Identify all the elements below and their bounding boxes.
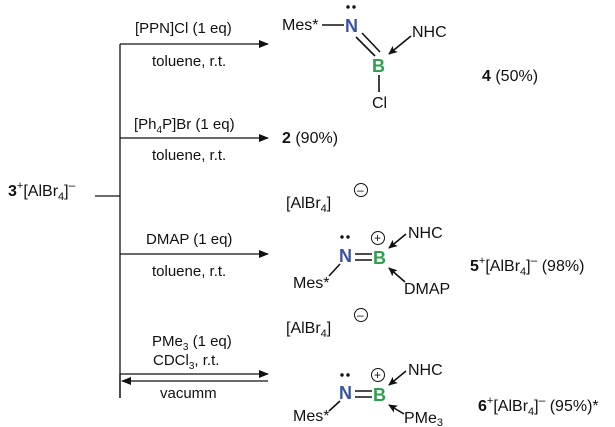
product-2-number: 2 — [282, 130, 291, 147]
product-2-label: 2 (90%) — [282, 130, 338, 147]
p6-pme3: PMe3 — [404, 410, 443, 427]
starting-anion-close: ] — [64, 183, 68, 200]
p5-atom-n: N — [339, 246, 352, 266]
reagent-pme3: PMe3 (1 eq) — [152, 333, 232, 353]
p4-double-bond-a — [355, 36, 376, 57]
p4-cl: Cl — [372, 95, 387, 112]
starting-anion-subscript: 4 — [58, 191, 64, 203]
p6-lone-pair-dot — [340, 373, 344, 377]
p5-anion-sub: 4 — [321, 203, 327, 215]
p6-counter-anion: [AlBr4] — [286, 320, 331, 340]
p5-plus-circle — [371, 231, 385, 245]
p5-lone-pair-dot — [340, 235, 344, 239]
p5-dmap: DMAP — [404, 281, 450, 298]
reagent-pme3-sub: 3 — [183, 342, 189, 353]
p5-anion-charge-sign: – — [357, 183, 364, 197]
reagent-ph4pbr-b: P]Br (1 eq) — [162, 116, 235, 133]
product-4-structure: Mes* N B NHC Cl — [282, 5, 447, 112]
reagent-ph4pbr-sub: 4 — [157, 125, 163, 136]
reagent-pme3-b: (1 eq) — [188, 333, 231, 350]
conditions-vacuum: vacumm — [160, 385, 217, 402]
p4-dative-bond-nhc — [388, 35, 412, 55]
p5-anion-a: [AlBr — [286, 195, 321, 212]
p5-bond-n-mes — [328, 263, 341, 277]
p6-anion-b: ] — [327, 320, 331, 337]
product-6-charge: + — [487, 395, 493, 407]
reagent-dmap: DMAP (1 eq) — [146, 231, 232, 248]
product-2-yield: (90%) — [291, 130, 338, 147]
p6-pme3-sub: 3 — [437, 417, 443, 427]
p6-bond-n-mes — [328, 400, 341, 412]
p6-lone-pair-dot — [346, 373, 350, 377]
product-5-anion-charge: – — [531, 253, 538, 267]
p5-nhc: NHC — [408, 225, 443, 242]
p4-lone-pair-dot — [346, 5, 350, 9]
p6-dative-bond-nhc — [388, 370, 407, 386]
p6-anion-a: [AlBr — [286, 320, 321, 337]
p4-lone-pair-dot — [352, 5, 356, 9]
p5-anion-b: ] — [327, 195, 331, 212]
reagent-pme3-a: PMe — [152, 333, 183, 350]
product-6-label: 6+[AlBr4]– (95%)* — [478, 393, 599, 418]
product-6-number: 6 — [478, 398, 487, 415]
p5-dative-bond-nhc — [388, 233, 407, 249]
product-6-anion-a: [AlBr — [493, 398, 528, 415]
p6-anion-charge-circle — [354, 308, 368, 322]
starting-anion: [AlBr — [23, 183, 58, 200]
product-6-yield: (95%)* — [545, 398, 598, 415]
conditions-toluene-3: toluene, r.t. — [152, 263, 226, 280]
p4-nhc: NHC — [412, 24, 447, 41]
reagent-ppncl: [PPN]Cl (1 eq) — [135, 20, 232, 37]
p6-pme3-a: PMe — [404, 410, 437, 427]
p6-plus-circle — [371, 368, 385, 382]
p4-double-bond-b — [361, 32, 381, 53]
conditions-cdcl3-a: CDCl — [153, 352, 189, 369]
p6-nhc: NHC — [408, 362, 443, 379]
starting-compound-number: 3 — [8, 183, 17, 200]
conditions-toluene-1: toluene, r.t. — [152, 53, 226, 70]
product-4-label: 4 (50%) — [482, 68, 538, 85]
product-6-anion-charge: – — [539, 393, 546, 407]
conditions-cdcl3-b: , r.t. — [194, 352, 219, 369]
product-5-structure: N Mes* B + NHC DMAP — [293, 225, 450, 298]
p6-plus-sign: + — [374, 368, 381, 382]
p4-mes: Mes* — [282, 17, 318, 34]
p4-atom-n: N — [345, 16, 358, 36]
p5-plus-sign: + — [374, 231, 381, 245]
p5-mes: Mes* — [293, 275, 329, 292]
product-6-anion-b: ] — [534, 398, 538, 415]
product-5-number: 5 — [470, 258, 479, 275]
product-4-yield: (50%) — [491, 68, 538, 85]
p5-atom-b: B — [373, 248, 386, 268]
product-5-charge: + — [479, 255, 485, 267]
reagent-ph4pbr-a: [Ph — [134, 116, 157, 133]
starting-material-label: 3+[AlBr4]– — [8, 178, 76, 203]
reagent-ph4pbr: [Ph4P]Br (1 eq) — [134, 116, 235, 136]
product-5-anion-sub: 4 — [520, 266, 526, 278]
p6-dative-bond-pme3 — [388, 404, 405, 415]
conditions-cdcl3: CDCl3, r.t. — [153, 352, 219, 372]
starting-charge: + — [17, 180, 23, 192]
product-6-anion-sub: 4 — [528, 406, 534, 418]
p6-atom-n: N — [339, 383, 352, 403]
p5-counter-anion: [AlBr4] — [286, 195, 331, 215]
p6-mes: Mes* — [293, 408, 329, 425]
p5-anion-charge-circle — [354, 183, 368, 197]
product-5-anion-a: [AlBr — [485, 258, 520, 275]
p6-atom-b: B — [373, 385, 386, 405]
p5-lone-pair-dot — [346, 235, 350, 239]
product-5-label: 5+[AlBr4]– (98%) — [470, 253, 584, 278]
p6-anion-sub: 4 — [321, 328, 327, 340]
conditions-cdcl3-sub: 3 — [189, 361, 195, 372]
p6-anion-charge-sign: – — [357, 308, 364, 322]
p5-dative-bond-dmap — [388, 267, 406, 283]
product-5-anion-b: ] — [526, 258, 530, 275]
product-6-structure: N Mes* B + NHC PMe3 — [293, 362, 443, 427]
product-5-yield: (98%) — [537, 258, 584, 275]
starting-anion-charge: – — [69, 178, 76, 192]
conditions-toluene-2: toluene, r.t. — [152, 147, 226, 164]
p4-atom-b: B — [372, 56, 385, 76]
product-4-number: 4 — [482, 68, 491, 85]
